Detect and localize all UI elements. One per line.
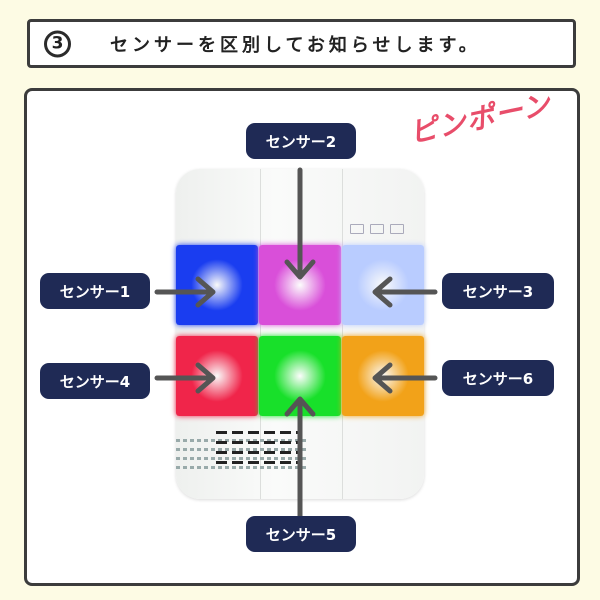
- indicator-icon: [370, 224, 384, 234]
- battery-icon: [350, 224, 364, 234]
- sensor-label-3: センサー3: [442, 273, 554, 309]
- sensor-label-2: センサー2: [246, 123, 356, 159]
- sensor-label-4: センサー4: [40, 363, 150, 399]
- arrow-sensor-6-head: [372, 362, 393, 394]
- arrow-sensor-4-head: [195, 362, 216, 394]
- device-seam: [342, 169, 343, 499]
- arrow-sensor-2-head: [284, 259, 316, 280]
- arrow-sensor-5-head: [284, 396, 316, 417]
- arrow-sensor-1-head: [195, 276, 216, 308]
- sensor-label-5: センサー5: [246, 516, 356, 552]
- header-title: センサーを区別してお知らせします。: [110, 34, 481, 56]
- device-seam: [260, 169, 261, 499]
- step-number-badge: 3: [44, 30, 71, 57]
- indicator-icon: [390, 224, 404, 234]
- sound-waves: [216, 441, 300, 444]
- sensor-label-1: センサー1: [40, 273, 150, 309]
- speaker-grille: [176, 433, 306, 473]
- sensor-tile-1: [176, 245, 258, 325]
- sound-waves: [216, 451, 300, 454]
- device-status-icons: [350, 224, 404, 234]
- sound-waves: [216, 461, 300, 464]
- sound-waves: [216, 431, 300, 434]
- header-box: 3 センサーを区別してお知らせします。: [27, 19, 576, 68]
- arrow-sensor-3-head: [372, 276, 393, 308]
- sensor-label-6: センサー6: [442, 360, 554, 396]
